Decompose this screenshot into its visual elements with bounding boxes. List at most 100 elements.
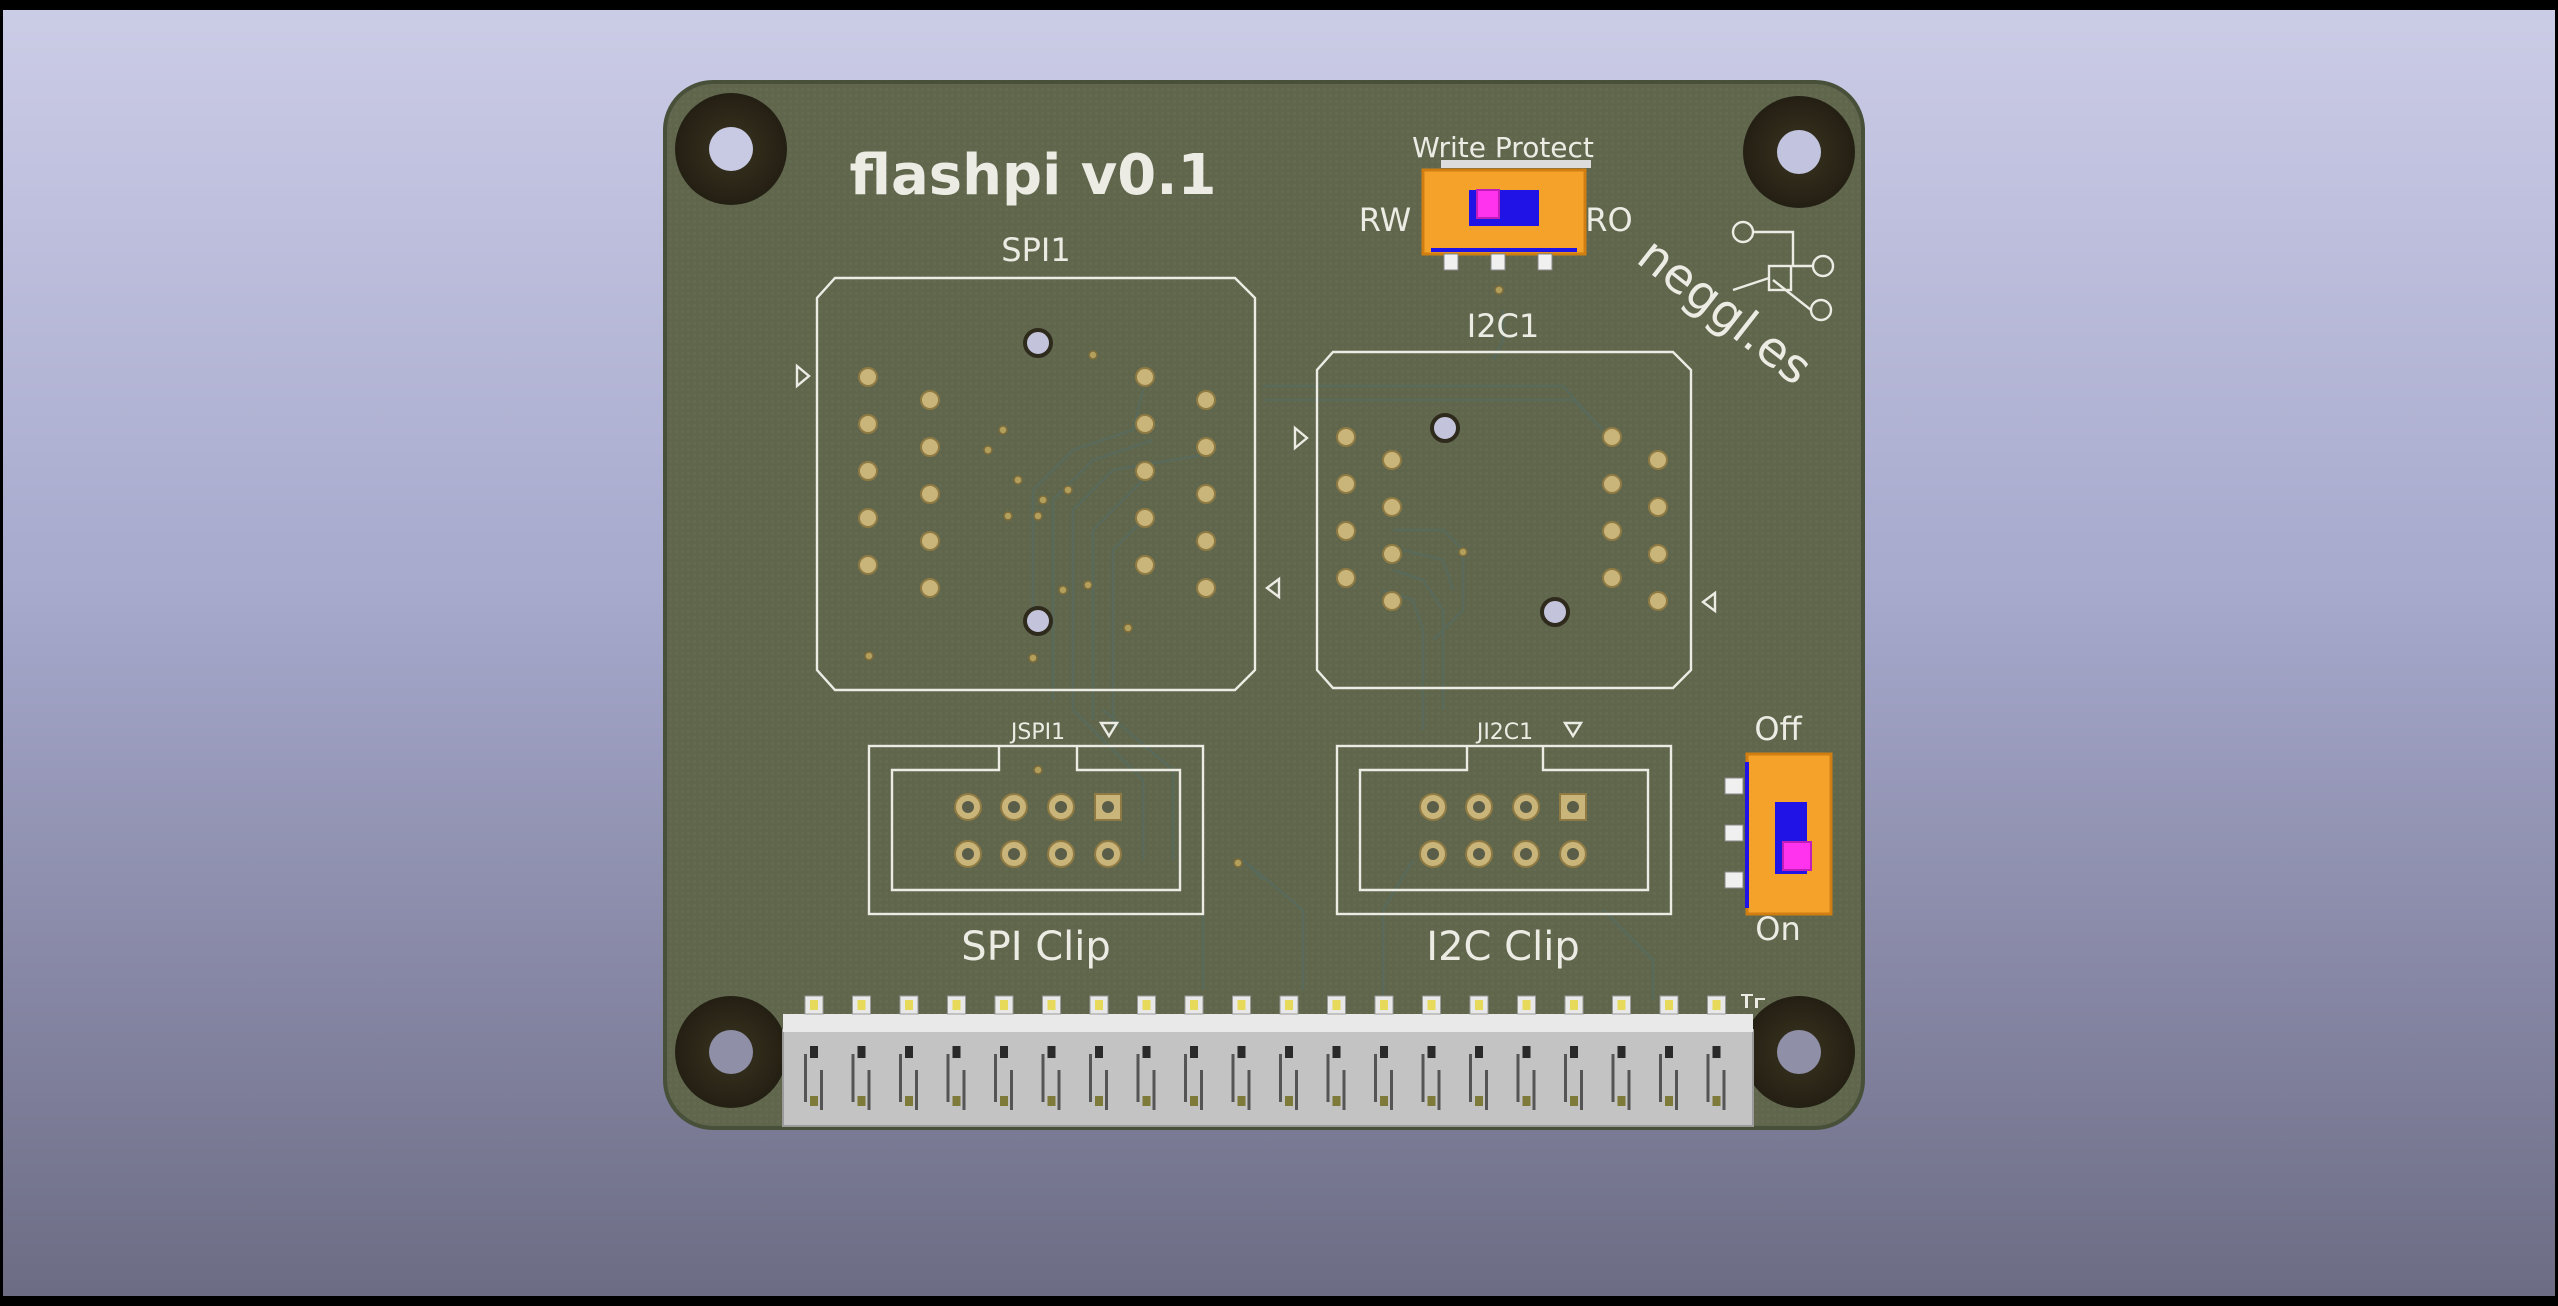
header-pin-top xyxy=(1237,1046,1246,1058)
3d-viewer-canvas[interactable]: flashpi v0.1 SPI1 I2C1 JSPI1 JI2C1 SPI C… xyxy=(3,10,2555,1296)
header-pin-top xyxy=(905,1046,913,1058)
header-slot xyxy=(1437,1070,1441,1110)
mounting-hole-bottom-right xyxy=(1743,996,1855,1108)
power-switch[interactable] xyxy=(1724,752,1833,916)
header-slot xyxy=(851,1054,855,1102)
write-protect-knob[interactable] xyxy=(1476,189,1500,219)
j1-label-mark xyxy=(1741,994,1765,1008)
header-slot xyxy=(1485,1070,1488,1110)
header-pin-tip xyxy=(905,1000,913,1010)
header-pin-top xyxy=(1000,1046,1008,1058)
jspi1-connector xyxy=(867,721,1205,916)
header-pin-tip xyxy=(1095,1000,1103,1010)
write-protect-switch[interactable] xyxy=(1421,160,1591,271)
header-pin-top xyxy=(1712,1046,1721,1058)
header-slot xyxy=(867,1070,871,1110)
header-pin-top xyxy=(1047,1046,1056,1058)
header-slot xyxy=(962,1070,966,1110)
header-slot xyxy=(1152,1070,1156,1110)
header-slot xyxy=(1200,1070,1203,1110)
header-pin-tip xyxy=(1475,1000,1483,1010)
header-pin-top xyxy=(1427,1046,1436,1058)
header-pin-bottom xyxy=(1665,1096,1673,1106)
header-pin-bottom xyxy=(1617,1096,1626,1106)
header-slot xyxy=(804,1054,807,1102)
spi1-alignment-hole-top xyxy=(1023,328,1053,358)
header-pin-top xyxy=(1665,1046,1673,1058)
header-pin-top xyxy=(1475,1046,1483,1058)
header-pin-top xyxy=(1570,1046,1578,1058)
header-pin-tip xyxy=(1000,1000,1008,1010)
header-slot xyxy=(1279,1054,1282,1102)
header-pin-bottom xyxy=(1475,1096,1483,1106)
header-pin-tip xyxy=(952,1000,961,1010)
i2c1-pads-left xyxy=(1336,427,1402,611)
header-slot xyxy=(1516,1054,1520,1102)
header-pin-bottom xyxy=(1712,1096,1721,1106)
header-pin-bottom xyxy=(1000,1096,1008,1106)
header-pin-bottom xyxy=(1427,1096,1436,1106)
header-slot xyxy=(899,1054,902,1102)
header-slot xyxy=(1326,1054,1330,1102)
header-slot xyxy=(820,1070,823,1110)
spi1-label: SPI1 xyxy=(1001,231,1070,269)
header-pin-bottom xyxy=(1380,1096,1388,1106)
header-slot xyxy=(1675,1070,1678,1110)
header-pin-top xyxy=(1285,1046,1293,1058)
ji2c1-label: JI2C1 xyxy=(1475,720,1533,745)
spi-clip-label: SPI Clip xyxy=(961,924,1111,970)
header-slot xyxy=(994,1054,997,1102)
header-slot xyxy=(1659,1054,1662,1102)
header-slot xyxy=(1390,1070,1393,1110)
header-pin-tip xyxy=(1380,1000,1388,1010)
header-pin-tip xyxy=(1237,1000,1246,1010)
header-pin-tip xyxy=(1617,1000,1626,1010)
header-slot xyxy=(946,1054,950,1102)
header-pin-bottom xyxy=(1095,1096,1103,1106)
pcb-board xyxy=(663,80,1865,1130)
header-slot xyxy=(1010,1070,1013,1110)
mounting-hole-top-right xyxy=(1743,96,1855,208)
header-slot xyxy=(1580,1070,1583,1110)
header-slot xyxy=(1532,1070,1536,1110)
header-pin-bottom xyxy=(1522,1096,1531,1106)
header-pin-bottom xyxy=(1285,1096,1293,1106)
header-pin-bottom xyxy=(1570,1096,1578,1106)
power-on-label: On xyxy=(1755,910,1800,948)
i2c1-pads-right xyxy=(1602,427,1668,611)
i2c1-pin-marker-right xyxy=(1701,590,1717,614)
power-switch-knob[interactable] xyxy=(1782,841,1812,871)
power-off-label: Off xyxy=(1754,710,1802,748)
vias xyxy=(864,285,1504,868)
header-slot xyxy=(1105,1070,1108,1110)
header-slot xyxy=(1231,1054,1235,1102)
header-pin-tip xyxy=(1190,1000,1198,1010)
header-slot xyxy=(1041,1054,1045,1102)
header-slot xyxy=(1342,1070,1346,1110)
i2c1-pin1-marker xyxy=(1293,425,1309,451)
header-pin-bottom xyxy=(1047,1096,1056,1106)
header-slot xyxy=(915,1070,918,1110)
header-pin-tip xyxy=(1047,1000,1056,1010)
header-pin-top xyxy=(1190,1046,1198,1058)
header-pin-tip xyxy=(1427,1000,1436,1010)
header-pin-top xyxy=(1095,1046,1103,1058)
header-pin-top xyxy=(1617,1046,1626,1058)
neggl-logo-graphic xyxy=(1731,220,1835,322)
mounting-hole-top-left xyxy=(675,93,787,205)
header-slot xyxy=(1627,1070,1631,1110)
header-pin-top xyxy=(810,1046,818,1058)
header-slot xyxy=(1136,1054,1140,1102)
header-pin-tip xyxy=(1332,1000,1341,1010)
header-slot xyxy=(1564,1054,1567,1102)
mounting-hole-bottom-left xyxy=(675,996,787,1108)
header-slot xyxy=(1706,1054,1710,1102)
spi1-pin-marker-right xyxy=(1265,576,1281,600)
copper-traces xyxy=(1031,310,1655,1000)
header-pin-bottom xyxy=(1237,1096,1246,1106)
header-pin-top xyxy=(857,1046,866,1058)
i2c1-alignment-hole-bottom xyxy=(1540,597,1570,627)
spi1-alignment-hole-bottom xyxy=(1023,606,1053,636)
write-protect-rw-label: RW xyxy=(1359,201,1412,239)
header-pin-bottom xyxy=(857,1096,866,1106)
